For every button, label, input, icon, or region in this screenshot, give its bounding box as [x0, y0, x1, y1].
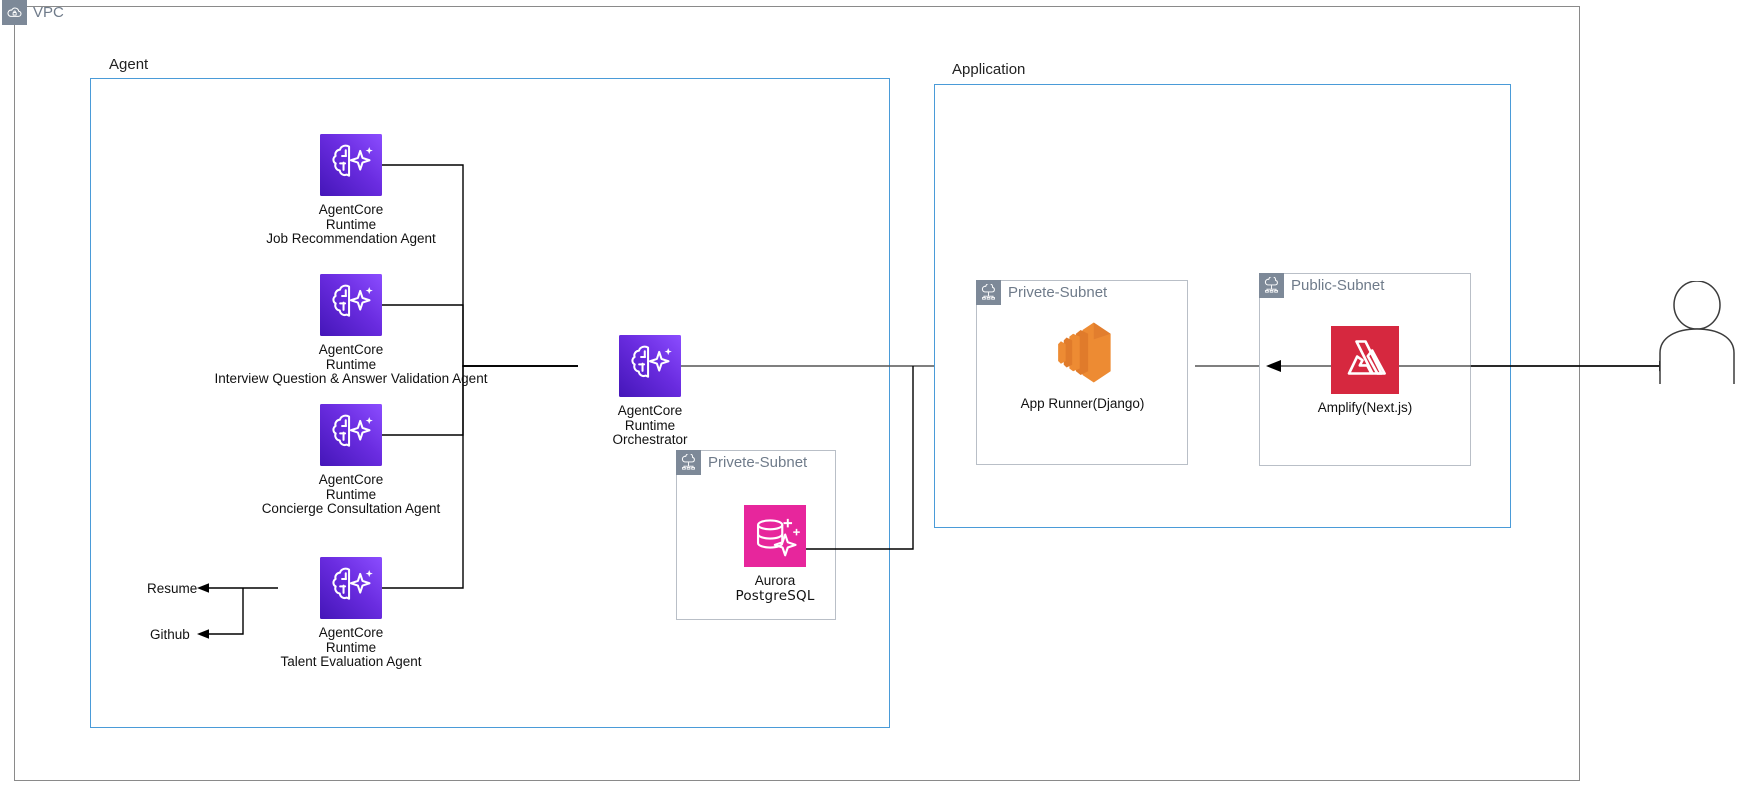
node-caption: Aurora PostgreSQL — [735, 573, 815, 604]
subnet-icon — [976, 280, 1001, 305]
amplify-icon — [1331, 326, 1399, 394]
caption-line-1: AgentCore — [318, 342, 384, 357]
vpc-header: VPC — [2, 0, 64, 25]
agentcore-runtime-icon — [320, 134, 382, 196]
db-subnet-label: Privete-Subnet — [708, 454, 808, 471]
node-caption: AgentCore Runtime Job Recommendation Age… — [266, 202, 436, 247]
caption-line-2: Runtime — [325, 356, 377, 372]
caption-line-1: AgentCore — [318, 625, 384, 640]
node-amplify[interactable]: Amplify(Next.js) — [1318, 326, 1412, 416]
node-app-runner[interactable]: App Runner(Django) — [1021, 315, 1144, 412]
vpc-label: VPC — [33, 4, 64, 21]
agent-group-header: Agent — [109, 57, 148, 72]
node-agentcore-orchestrator[interactable]: AgentCore Runtime Orchestrator — [580, 335, 720, 448]
node-aurora-postgresql[interactable]: Aurora PostgreSQL — [715, 505, 835, 603]
node-caption: AgentCore Runtime Interview Question & A… — [214, 342, 488, 387]
app-runner-icon — [1045, 315, 1120, 390]
node-caption: AgentCore Runtime Talent Evaluation Agen… — [280, 625, 422, 670]
user-actor-icon — [1656, 281, 1738, 385]
amplify-subnet-label: Public-Subnet — [1291, 277, 1385, 294]
application-group-boundary — [934, 84, 1511, 528]
endpoint-github-label: Github — [150, 627, 190, 642]
agentcore-runtime-icon — [320, 557, 382, 619]
caption-line-1: AgentCore — [318, 202, 384, 217]
caption-line-2: Runtime — [624, 417, 676, 433]
subnet-icon — [676, 450, 701, 475]
caption-line-1: Aurora — [754, 573, 796, 588]
vpc-cloud-lock-icon — [2, 0, 27, 25]
node-caption: AgentCore Runtime Orchestrator — [612, 403, 688, 448]
application-group-label: Application — [952, 61, 1026, 78]
app-runner-subnet-header: Privete-Subnet — [976, 280, 1107, 305]
agentcore-runtime-icon — [320, 274, 382, 336]
agentcore-runtime-icon — [619, 335, 681, 397]
caption-line-1: App Runner(Django) — [1020, 396, 1145, 411]
vpc-boundary — [14, 6, 1580, 781]
application-group-header: Application — [952, 62, 1025, 77]
db-subnet-header: Privete-Subnet — [676, 450, 807, 475]
node-job-recommendation-agent[interactable]: AgentCore Runtime Job Recommendation Age… — [266, 134, 436, 247]
caption-line-2: Runtime — [325, 216, 377, 232]
node-interview-validation-agent[interactable]: AgentCore Runtime Interview Question & A… — [215, 274, 487, 387]
node-concierge-consultation-agent[interactable]: AgentCore Runtime Concierge Consultation… — [262, 404, 440, 517]
subnet-icon — [1259, 273, 1284, 298]
node-caption: App Runner(Django) — [1020, 396, 1145, 412]
node-caption: AgentCore Runtime Concierge Consultation… — [261, 472, 441, 517]
caption-line-2: Runtime — [325, 639, 377, 655]
caption-line-3: Interview Question & Answer Validation A… — [214, 371, 488, 386]
caption-line-3: Orchestrator — [612, 432, 688, 447]
node-talent-evaluation-agent[interactable]: AgentCore Runtime Talent Evaluation Agen… — [280, 557, 422, 670]
agent-group-label: Agent — [109, 56, 149, 73]
caption-line-3: Talent Evaluation Agent — [280, 654, 422, 669]
caption-line-2: PostgreSQL — [735, 587, 815, 604]
app-runner-subnet-label: Privete-Subnet — [1008, 284, 1108, 301]
agent-group-boundary — [90, 78, 890, 728]
caption-line-2: Runtime — [325, 486, 377, 502]
caption-line-1: AgentCore — [318, 472, 384, 487]
caption-line-1: Amplify(Next.js) — [1317, 400, 1413, 415]
caption-line-1: AgentCore — [617, 403, 683, 418]
amplify-subnet-header: Public-Subnet — [1259, 273, 1384, 298]
caption-line-3: Concierge Consultation Agent — [261, 501, 441, 516]
endpoint-resume-label: Resume — [147, 581, 198, 596]
node-caption: Amplify(Next.js) — [1317, 400, 1413, 416]
caption-line-3: Job Recommendation Agent — [266, 231, 436, 246]
aurora-database-icon — [744, 505, 806, 567]
agentcore-runtime-icon — [320, 404, 382, 466]
